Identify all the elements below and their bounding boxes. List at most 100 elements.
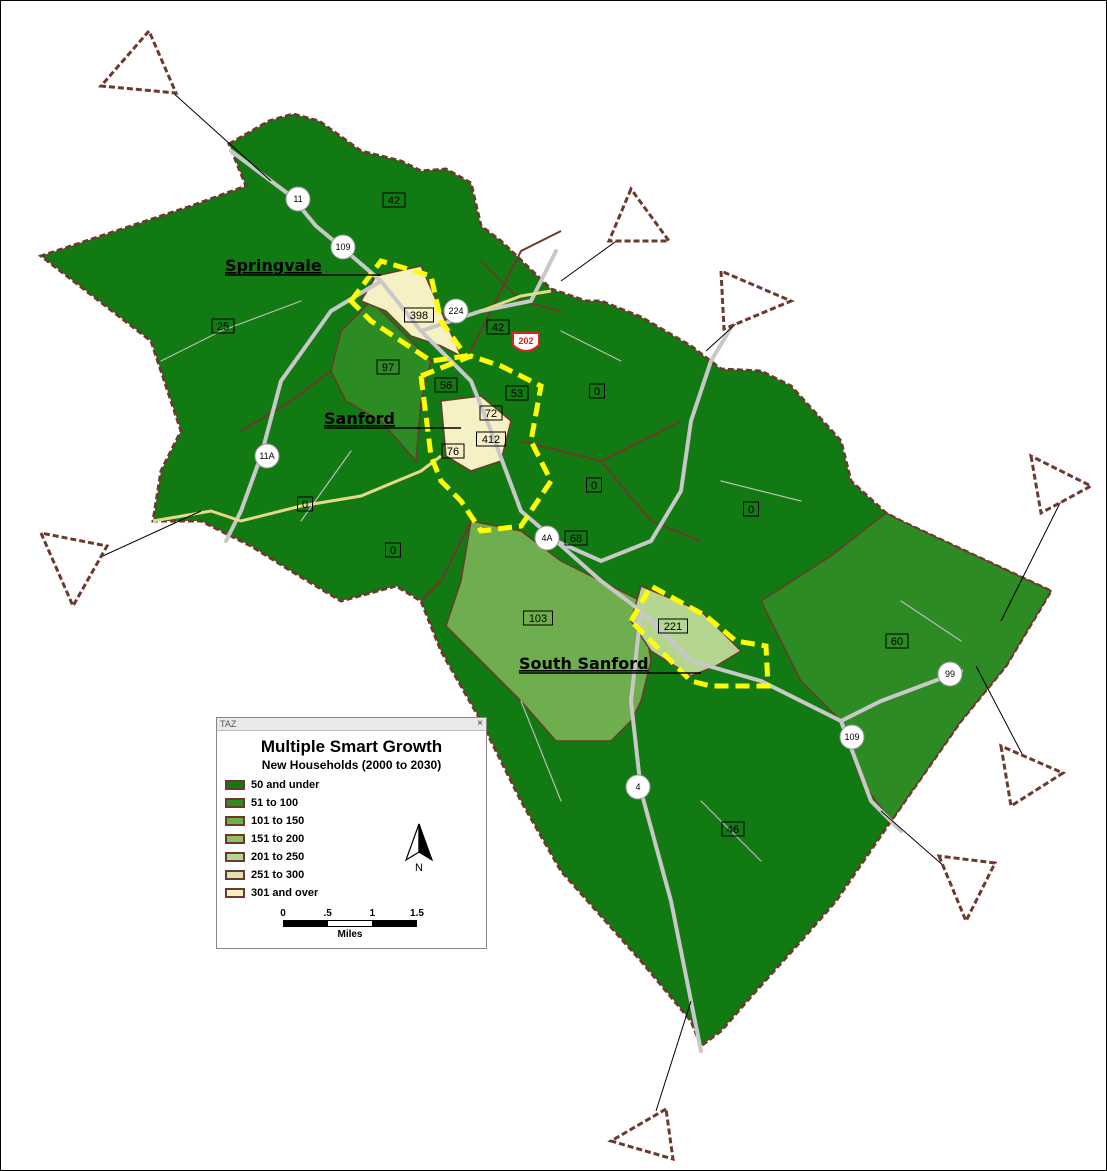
legend-swatch: [225, 888, 245, 898]
route-shield-11: 11: [285, 186, 311, 212]
svg-text:109: 109: [844, 732, 859, 742]
taz-label-text: 25: [217, 321, 229, 333]
focus-areas: [347, 258, 771, 689]
svg-text:N: N: [415, 862, 423, 872]
taz-label-text: 53: [511, 388, 523, 400]
taz-labels: 42 25 398 42 97 56 53 0 72 412 76 0 0 0 68 0 103 221 60 46: [211, 192, 909, 837]
triangle-marker: [1029, 453, 1095, 516]
legend-item-label: 201 to 250: [251, 851, 305, 863]
legend-item: 301 and over: [225, 884, 486, 902]
legend-item-label: 301 and over: [251, 887, 319, 899]
legend-item: 151 to 200: [225, 830, 486, 848]
place-label-sanford: Sanford: [324, 409, 395, 428]
legend-item-label: 50 and under: [251, 779, 320, 791]
taz-label: 0: [586, 477, 602, 493]
route-shields: 11 109 224 202 11A 4A 99 109 4: [254, 186, 963, 800]
triangle-marker: [606, 185, 672, 243]
route-shield-202: 202: [512, 332, 540, 352]
legend-item-label: 251 to 300: [251, 869, 305, 881]
taz-label-text: 42: [492, 322, 504, 334]
taz-label-text: 42: [388, 195, 400, 207]
north-arrow: N: [402, 822, 436, 876]
taz-label: 68: [564, 530, 588, 546]
taz-label-text: 103: [529, 613, 547, 625]
legend-swatch: [225, 852, 245, 862]
route-shield-109: 109: [330, 234, 356, 260]
legend-items: 50 and under 51 to 100 101 to 150 151 to…: [225, 776, 486, 902]
taz-label-text: 221: [664, 621, 682, 633]
svg-text:224: 224: [448, 306, 463, 316]
taz-label: 53: [505, 385, 529, 401]
scale-tick: 1.5: [410, 908, 424, 919]
triangle-marker: [719, 268, 795, 332]
taz-label-text: 0: [594, 386, 600, 398]
taz-label: 25: [211, 318, 235, 334]
legend-item: 201 to 250: [225, 848, 486, 866]
taz-label: 56: [434, 377, 458, 393]
triangle-marker: [607, 1106, 675, 1162]
svg-text:4: 4: [635, 782, 640, 792]
taz-boundaries: [240, 230, 702, 602]
taz-label: 103: [523, 610, 553, 626]
svg-text:11A: 11A: [259, 451, 274, 461]
svg-text:99: 99: [945, 669, 955, 679]
yellow-road: [152, 289, 552, 523]
svg-text:202: 202: [518, 336, 533, 346]
taz-label-text: 76: [447, 446, 459, 458]
legend-swatch: [225, 816, 245, 826]
taz-label-text: 412: [482, 434, 500, 446]
scale-tick: 0: [280, 908, 286, 919]
place-label-springvale: Springvale: [225, 256, 322, 275]
legend-swatch: [225, 798, 245, 808]
route-shield-109-south: 109: [839, 724, 865, 750]
scale-bar-segments: [283, 920, 417, 927]
legend-item: 251 to 300: [225, 866, 486, 884]
taz-label-text: 46: [727, 824, 739, 836]
taz-zone-south-sanford: [445, 520, 652, 742]
taz-label-text: 398: [410, 310, 428, 322]
legend-item-label: 51 to 100: [251, 797, 299, 809]
legend-swatch: [225, 870, 245, 880]
taz-label-text: 0: [748, 504, 754, 516]
route-shield-4: 4: [625, 774, 651, 800]
scale-tick: .5: [323, 908, 332, 919]
taz-label: 412: [476, 431, 506, 447]
taz-label: 398: [404, 307, 434, 323]
svg-text:109: 109: [335, 242, 350, 252]
place-labels: Springvale Sanford South Sanford: [225, 256, 701, 674]
legend-item: 101 to 150: [225, 812, 486, 830]
scale-bar: 0 .5 1 1.5 Miles: [280, 908, 424, 940]
close-icon[interactable]: ×: [477, 718, 483, 729]
route-shield-11a: 11A: [254, 443, 280, 469]
taz-zone-southeast: [760, 512, 1053, 823]
scale-ticks: 0 .5 1 1.5: [280, 908, 424, 920]
taz-zone-sanford-west: [330, 299, 432, 463]
legend-swatch: [225, 780, 245, 790]
legend-item: 50 and under: [225, 776, 486, 794]
route-shield-224: 224: [443, 298, 469, 324]
route-shield-4a: 4A: [534, 525, 560, 551]
taz-label: 221: [658, 618, 688, 634]
taz-label-text: 0: [302, 499, 308, 511]
legend-swatch: [225, 834, 245, 844]
triangle-marker: [999, 743, 1067, 809]
taz-label: 0: [385, 542, 401, 558]
taz-label: 60: [885, 633, 909, 649]
taz-label: 97: [376, 359, 400, 375]
triangle-marker: [38, 530, 110, 610]
legend-panel: TAZ × Multiple Smart Growth New Househol…: [216, 717, 487, 949]
taz-label: 42: [382, 192, 406, 208]
taz-label-text: 72: [485, 408, 497, 420]
legend-item-label: 151 to 200: [251, 833, 305, 845]
taz-label-text: 0: [390, 545, 396, 557]
route-shield-99: 99: [937, 661, 963, 687]
place-label-south-sanford: South Sanford: [519, 654, 649, 673]
taz-label-text: 56: [440, 380, 452, 392]
taz-label: 76: [441, 443, 465, 459]
taz-label-text: 68: [570, 533, 582, 545]
legend-titlebar[interactable]: TAZ ×: [217, 718, 486, 731]
triangle-marker: [97, 28, 179, 95]
taz-label: 72: [479, 405, 503, 421]
